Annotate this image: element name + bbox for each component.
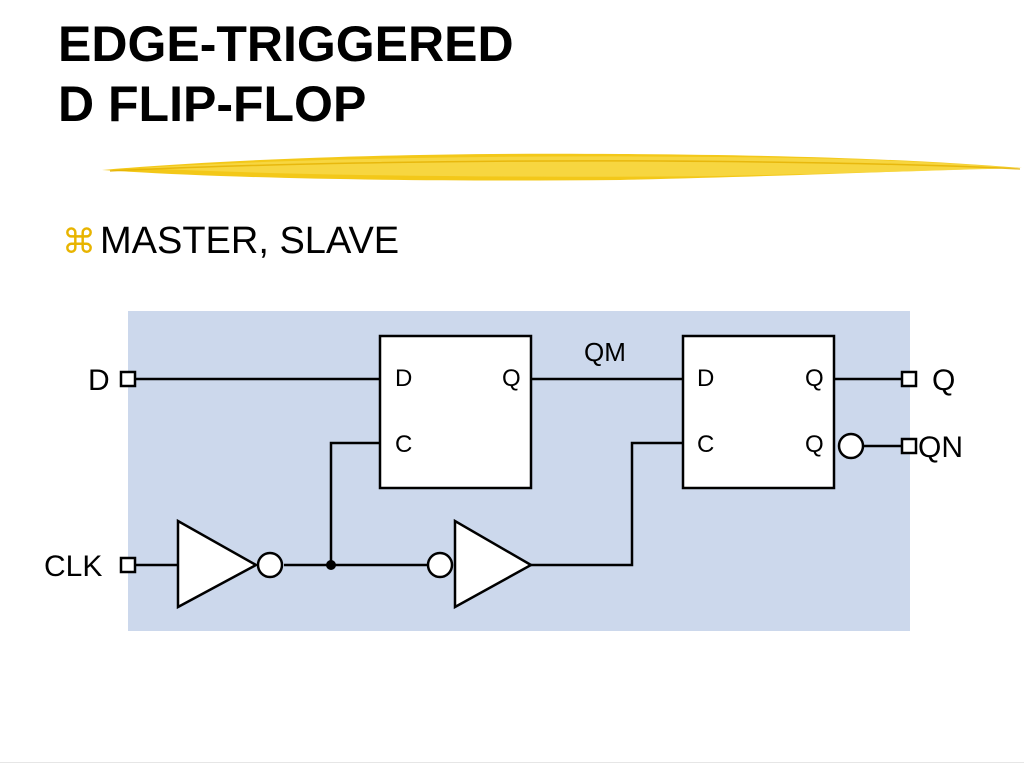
title-line-1: EDGE-TRIGGERED <box>58 16 514 72</box>
label-q-output: Q <box>932 364 955 397</box>
d-input-pin <box>119 370 137 388</box>
slide-title: EDGE-TRIGGERED D FLIP-FLOP <box>58 14 514 134</box>
clk-inverter-bubble <box>256 551 284 579</box>
label-qn-output: QN <box>918 431 963 464</box>
label-slave-qbar: Q <box>805 431 824 458</box>
label-slave-c: C <box>697 431 714 458</box>
title-line-2: D FLIP-FLOP <box>58 76 367 132</box>
label-clk-input: CLK <box>44 550 102 583</box>
label-slave-q: Q <box>805 365 824 392</box>
label-master-q: Q <box>502 365 521 392</box>
command-key-icon: ⌘ <box>62 222 96 261</box>
second-inverter-bubble <box>426 551 454 579</box>
label-master-d: D <box>395 365 412 392</box>
footer-divider <box>0 762 1024 763</box>
clk-input-pin <box>119 556 137 574</box>
label-slave-d: D <box>697 365 714 392</box>
qbar-bubble <box>837 432 865 460</box>
qn-output-pin <box>900 437 918 455</box>
label-master-c: C <box>395 431 412 458</box>
label-d-input: D <box>88 364 110 397</box>
label-qm: QM <box>584 337 626 367</box>
junction-dot <box>326 560 336 570</box>
second-inverter-triangle <box>453 518 534 610</box>
slave-latch <box>681 334 836 490</box>
brush-stroke-underline <box>102 153 1022 181</box>
clk-inverter-triangle <box>176 518 259 610</box>
q-output-pin <box>900 370 918 388</box>
bullet-text: MASTER, SLAVE <box>100 220 400 262</box>
bullet-item: ⌘ MASTER, SLAVE <box>62 220 399 263</box>
master-latch <box>378 334 533 490</box>
